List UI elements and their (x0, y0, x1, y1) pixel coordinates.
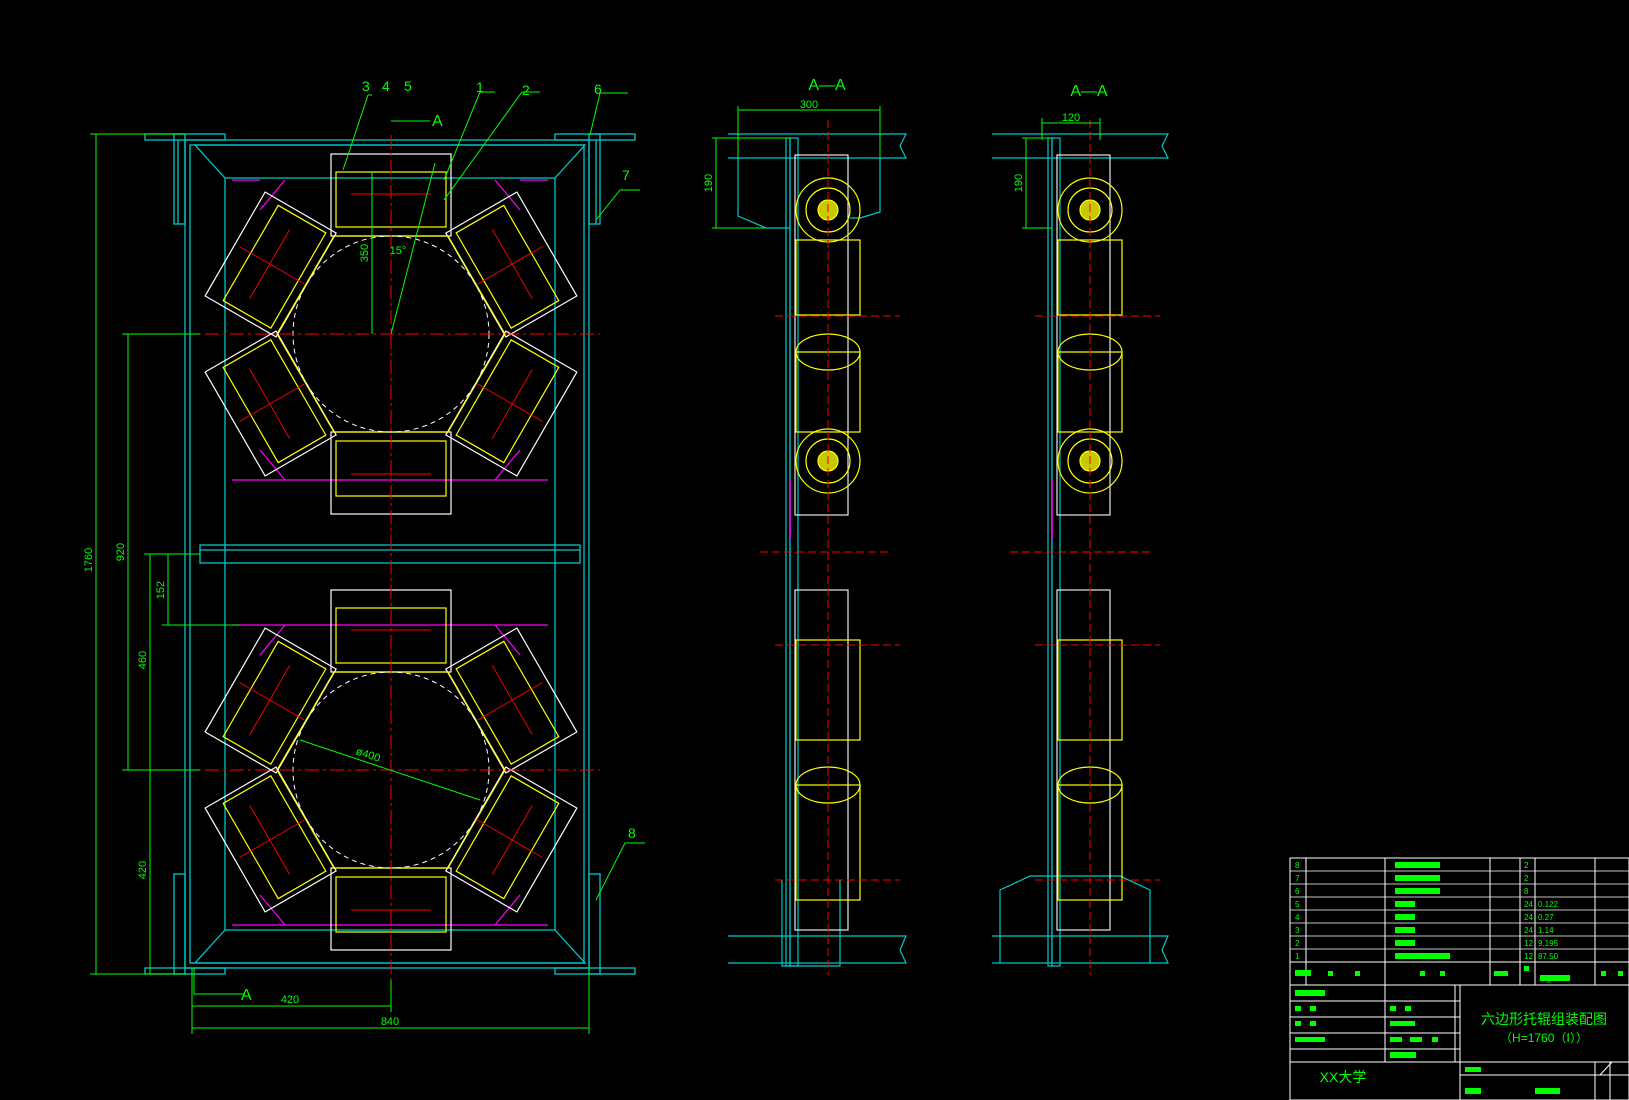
side-plates (232, 179, 548, 926)
dimension-lines (90, 91, 645, 1034)
parts-row-name-block (1395, 940, 1415, 946)
parts-row-weight: 87.50 (1538, 952, 1559, 961)
parts-row-qty: 24 (1524, 913, 1533, 922)
side-view-2: A—A 120 190 (992, 83, 1169, 975)
side2-dim-height: 190 (1013, 174, 1025, 192)
parts-row-qty: 12 (1524, 939, 1533, 948)
side-view-1: A—A 300 190 (703, 77, 907, 975)
dim-overall-height: 1760 (83, 548, 95, 572)
parts-row-weight: 0.122 (1538, 900, 1559, 909)
callout-8: 8 (628, 825, 636, 841)
parts-row-weight: 1.14 (1538, 926, 1554, 935)
dim-offset-420-v: 420 (137, 861, 149, 879)
school-name: XX大学 (1320, 1069, 1367, 1085)
parts-row-name-block (1395, 862, 1440, 868)
side2-section-label: A—A (1070, 83, 1108, 100)
dim-radial-350: 350 (359, 244, 371, 262)
parts-row-no: 1 (1295, 952, 1300, 961)
dimension-texts: 1760 920 152 460 420 420 840 350 15° ø40… (83, 78, 636, 1028)
drawing-title-1: 六边形托辊组装配图 (1481, 1011, 1607, 1027)
dim-offset-460: 460 (137, 651, 149, 669)
parts-row-qty: 2 (1524, 874, 1529, 883)
callout-6: 6 (594, 81, 602, 97)
parts-row-qty: 2 (1524, 861, 1529, 870)
parts-row-name-block (1395, 953, 1450, 959)
parts-row-qty: 8 (1524, 887, 1529, 896)
drawing-title-2: （H=1760（Ⅰ）） (1500, 1031, 1588, 1045)
parts-row-no: 4 (1295, 913, 1300, 922)
side2-dim-width: 120 (1062, 112, 1080, 124)
parts-row-name-block (1395, 875, 1440, 881)
callout-7: 7 (622, 167, 630, 183)
side1-section-label: A—A (808, 77, 846, 94)
parts-row-name-block (1395, 914, 1415, 920)
callout-5: 5 (404, 78, 412, 94)
section-mark-bottom: A (241, 987, 252, 1004)
parts-row-name-block (1395, 901, 1415, 907)
parts-row-no: 6 (1295, 887, 1300, 896)
dim-center-distance: 920 (115, 543, 127, 561)
parts-row-weight: 9.195 (1538, 939, 1559, 948)
parts-row-weight: 0.27 (1538, 913, 1554, 922)
parts-row-no: 2 (1295, 939, 1300, 948)
parts-row-no: 8 (1295, 861, 1300, 870)
parts-row-name-block (1395, 927, 1415, 933)
parts-row-no: 7 (1295, 874, 1300, 883)
parts-row-no: 5 (1295, 900, 1300, 909)
sheet-corner-mark (1599, 1061, 1613, 1076)
dim-ring-diameter: ø400 (354, 746, 382, 765)
front-view: 1760 920 152 460 420 420 840 350 15° ø40… (83, 78, 645, 1034)
parts-row-qty: 12 (1524, 952, 1533, 961)
dim-overall-width: 840 (381, 1016, 399, 1028)
side1-dim-height: 190 (703, 174, 715, 192)
weight-unit: kg (1542, 974, 1550, 983)
callout-1: 1 (476, 79, 484, 95)
callout-2: 2 (522, 82, 530, 98)
callout-4: 4 (382, 78, 390, 94)
callout-3: 3 (362, 78, 370, 94)
parts-row-no: 3 (1295, 926, 1300, 935)
title-block: 8 2 7 2 6 8 5 24 0.122 4 24 0.27 3 24 1.14 2 12 9.195 1 12 8… (1289, 857, 1629, 1100)
parts-row-name-block (1395, 888, 1440, 894)
dim-angle: 15° (390, 245, 407, 257)
side1-dim-width: 300 (800, 99, 818, 111)
dim-half-width: 420 (281, 994, 299, 1006)
section-mark-top: A (432, 113, 443, 130)
parts-row-qty: 24 (1524, 900, 1533, 909)
frame-outline (144, 133, 636, 975)
parts-row-qty: 24 (1524, 926, 1533, 935)
dim-offset-152: 152 (155, 581, 167, 599)
